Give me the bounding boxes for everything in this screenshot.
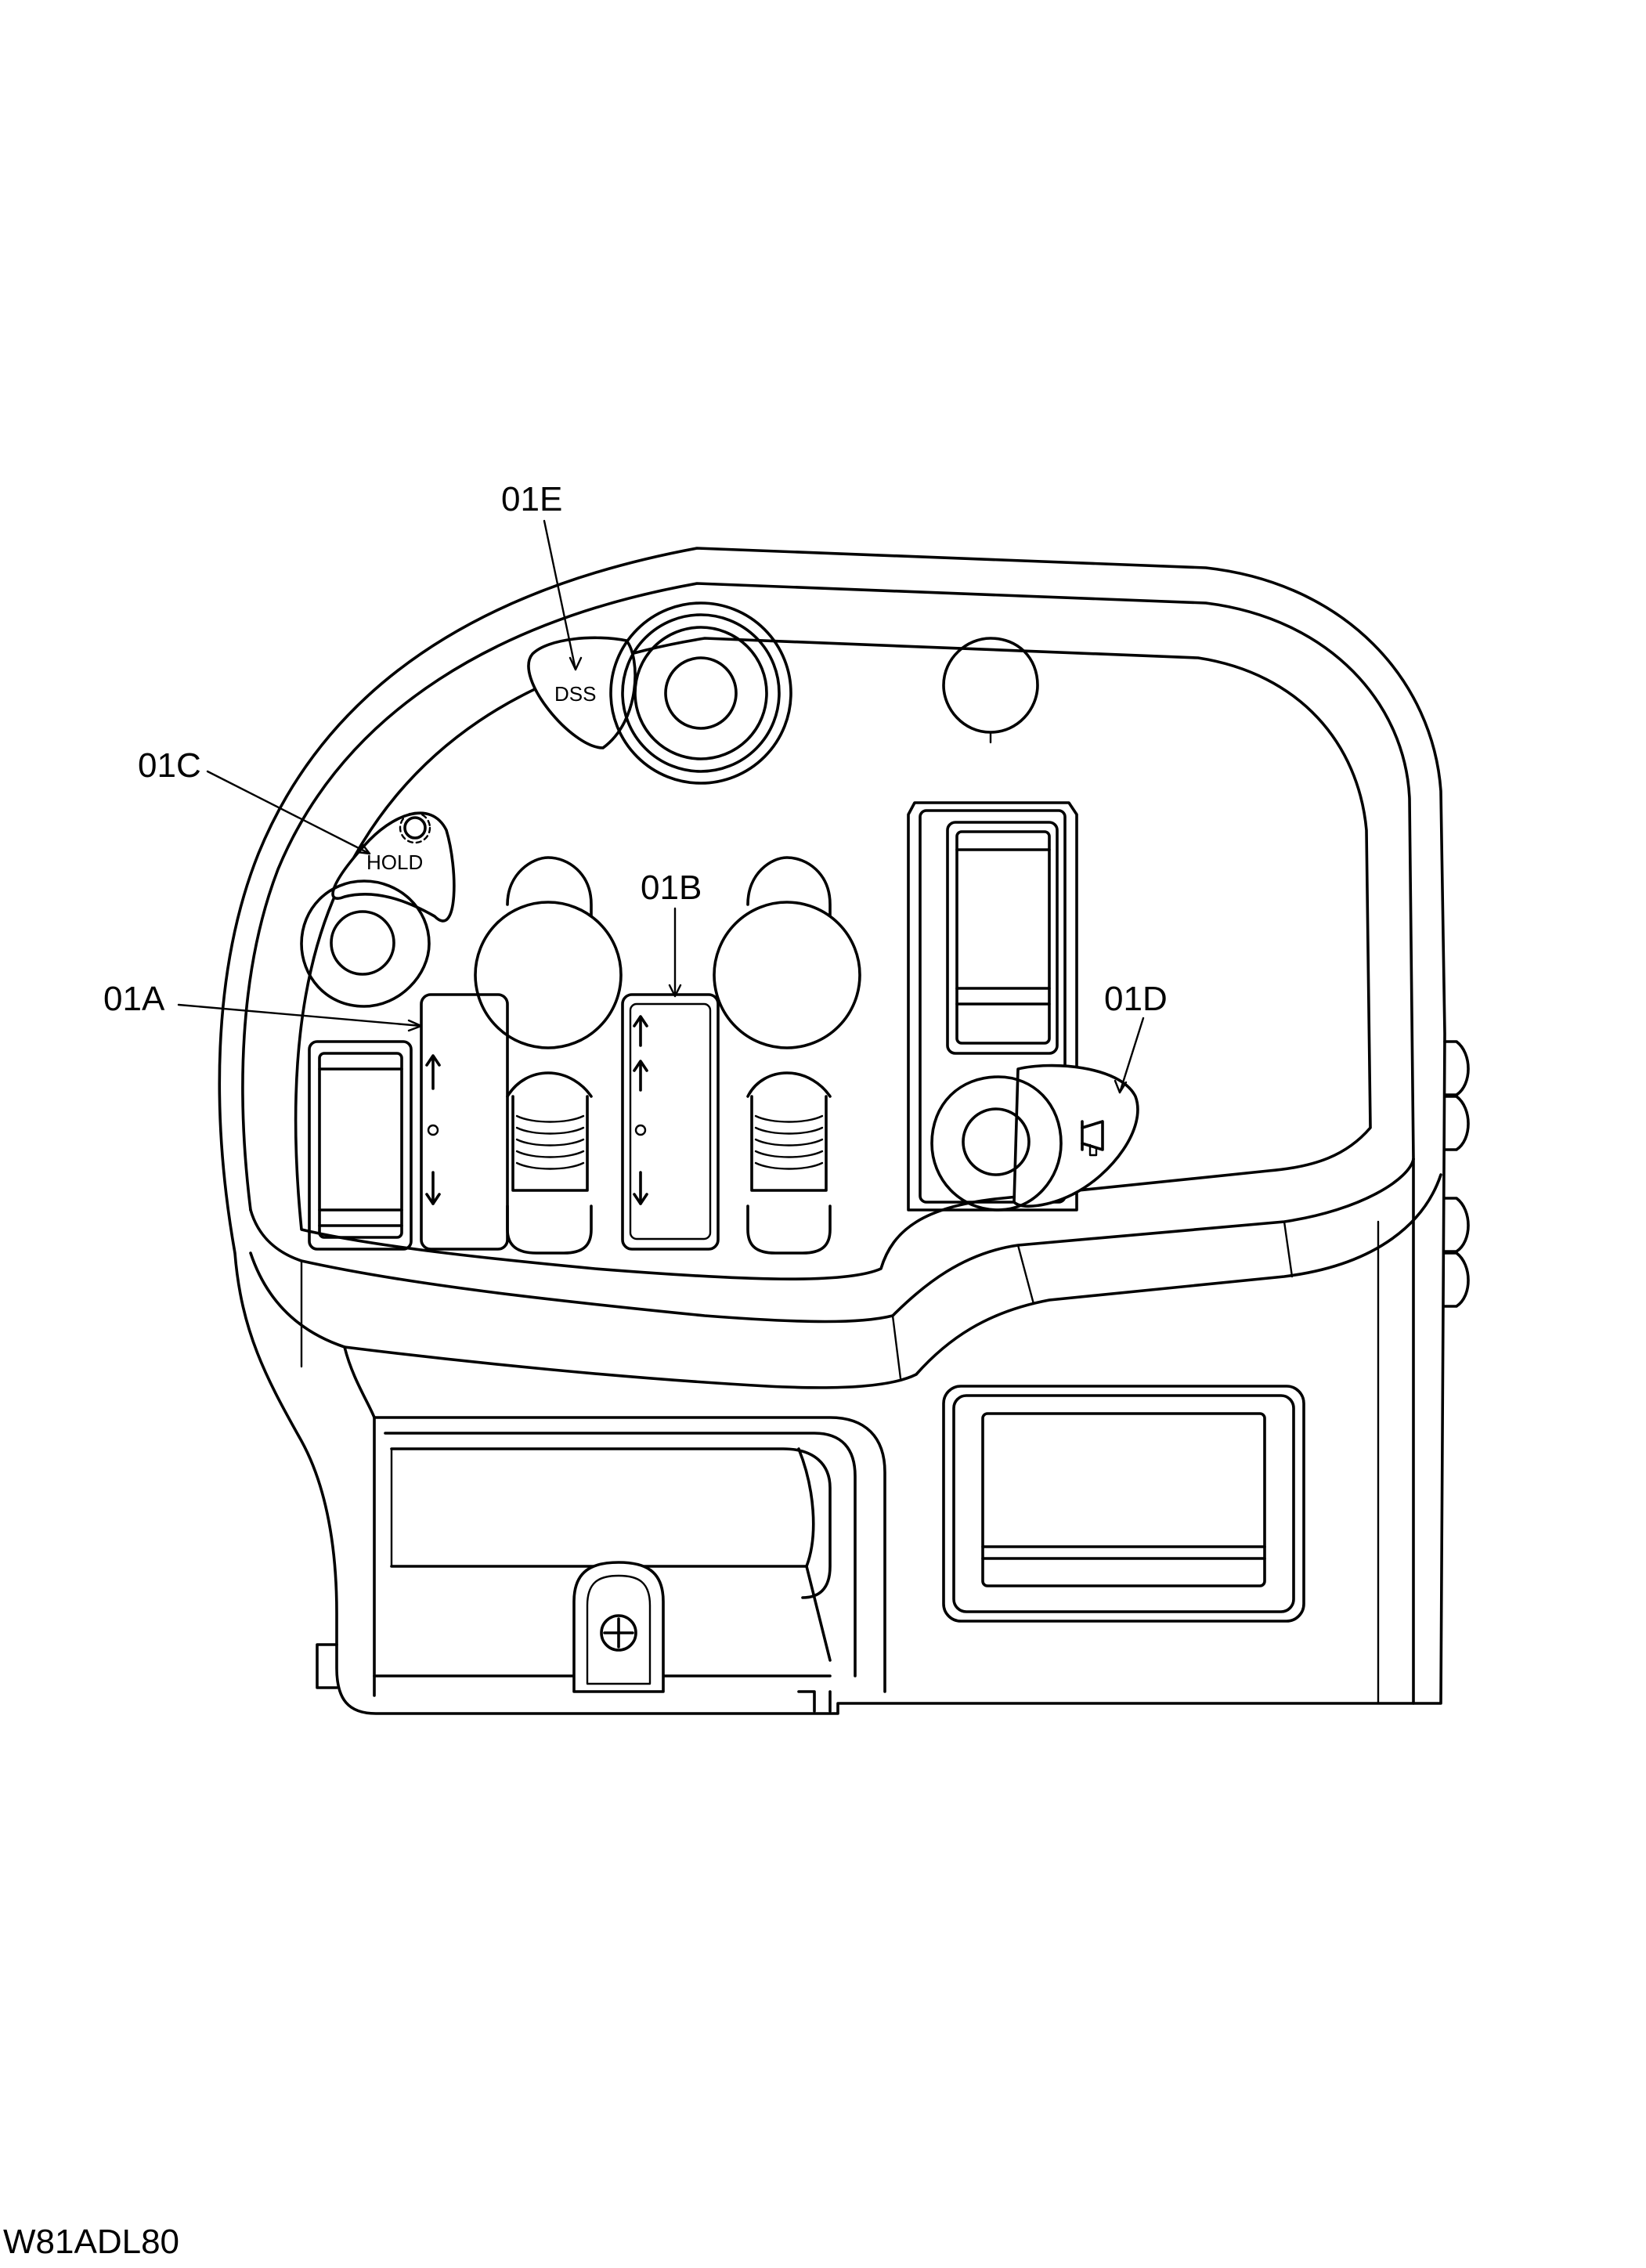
arrow-down-icon [425,1171,441,1205]
arrow-up-icon [633,1015,648,1092]
callout-01C: 01C [138,746,201,785]
lever-2[interactable] [713,856,861,1255]
callout-leaders [177,519,1145,1094]
screw-icon [600,1614,637,1652]
round-cap-button[interactable] [942,637,1039,744]
arrow-up-icon [425,1054,441,1090]
right-tray [942,1385,1305,1623]
horn-icon [1081,1120,1104,1157]
main-knob[interactable] [609,601,792,785]
callout-01E: 01E [501,480,562,518]
rocker-switch-right[interactable] [907,801,1078,1212]
label-plate-left [420,993,509,1251]
lower-tray [373,1416,886,1713]
rocker-switch-left[interactable] [308,1040,413,1251]
figure-id: W81ADL80 [3,2223,180,2261]
dss-label: DSS [554,682,596,706]
callout-01B: 01B [641,869,702,907]
lever-1[interactable] [474,856,623,1255]
horn-button[interactable] [1013,1064,1139,1208]
callout-01A: 01A [103,980,165,1018]
gear-icon [399,811,431,844]
left-knob[interactable] [300,879,431,1008]
hold-button[interactable]: HOLD [331,811,456,923]
hold-label: HOLD [366,850,423,874]
callout-01D: 01D [1104,980,1168,1018]
right-knob[interactable] [930,1075,1063,1212]
housing [218,547,1470,1715]
arrow-down-icon [633,1171,648,1205]
label-plate-center [621,993,720,1251]
